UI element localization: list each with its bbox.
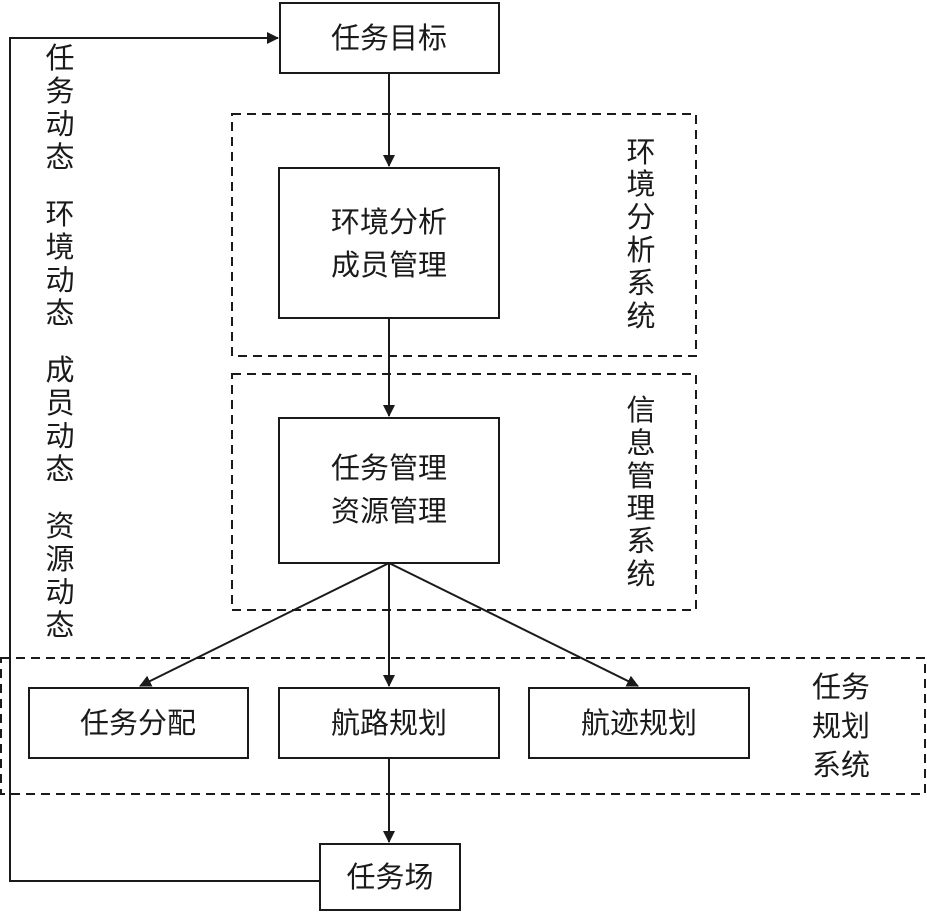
feedback-char: 成 (45, 353, 74, 387)
feedback-char: 务 (45, 74, 74, 108)
task-alloc-label: 任务分配 (80, 706, 196, 740)
feedback-char: 任 (45, 41, 74, 75)
feedback-char: 态 (45, 452, 74, 486)
feedback-char: 境 (45, 230, 74, 264)
route-plan-box: 航路规划 (278, 687, 500, 759)
feedback-char: 员 (45, 386, 74, 420)
env-system-char: 境 (626, 167, 655, 201)
feedback-char: 动 (45, 575, 74, 609)
task-mgmt-box: 任务管理 资源管理 (278, 417, 500, 564)
plan-system-frame (0, 657, 926, 795)
env-system-frame (231, 113, 697, 357)
task-mgmt-label: 任务管理 (331, 451, 447, 485)
task-goal-box: 任务目标 (279, 2, 500, 74)
feedback-char: 动 (45, 263, 74, 297)
env-analysis-box: 环境分析 成员管理 (278, 167, 500, 319)
feedback-char: 源 (45, 542, 74, 576)
route-plan-label: 航路规划 (331, 706, 447, 740)
env-system-char: 环 (626, 135, 655, 169)
env-analysis-label: 环境分析 (331, 205, 447, 239)
feedback-env-dynamics: 环 境 动 态 (45, 197, 74, 330)
arrow-task-to-alloc (139, 562, 390, 687)
plan-system-line: 任务 (812, 670, 870, 704)
feedback-char: 态 (45, 140, 74, 174)
plan-system-line: 系统 (812, 748, 870, 782)
feedback-char: 环 (45, 197, 74, 231)
feedback-loop-arrow (9, 32, 320, 882)
info-system-char: 息 (626, 426, 655, 460)
info-system-char: 信 (626, 393, 655, 427)
env-system-char: 系 (626, 266, 655, 300)
arrow-task-to-track (388, 562, 639, 687)
feedback-char: 态 (45, 296, 74, 330)
info-system-char: 管 (626, 459, 655, 493)
feedback-char: 动 (45, 419, 74, 453)
task-field-label: 任务场 (346, 860, 433, 894)
task-alloc-box: 任务分配 (28, 687, 249, 759)
info-system-label: 信 息 管 理 系 统 (626, 393, 655, 591)
feedback-member-dynamics: 成 员 动 态 (45, 353, 74, 486)
member-mgmt-label: 成员管理 (331, 248, 447, 282)
task-field-box: 任务场 (319, 843, 461, 911)
env-system-label: 环 境 分 析 系 统 (626, 135, 655, 333)
env-system-char: 析 (626, 233, 655, 267)
info-system-char: 系 (626, 524, 655, 558)
track-plan-label: 航迹规划 (581, 706, 697, 740)
feedback-resource-dynamics: 资 源 动 态 (45, 509, 74, 642)
feedback-char: 态 (45, 608, 74, 642)
resource-mgmt-label: 资源管理 (331, 494, 447, 528)
info-system-char: 理 (626, 491, 655, 525)
feedback-char: 动 (45, 107, 74, 141)
task-goal-label: 任务目标 (331, 21, 447, 55)
env-system-char: 统 (626, 299, 655, 333)
track-plan-box: 航迹规划 (528, 687, 750, 759)
plan-system-label: 任务 规划 系统 (812, 670, 870, 782)
feedback-char: 资 (45, 509, 74, 543)
feedback-task-dynamics: 任 务 动 态 (45, 41, 74, 174)
info-system-frame (231, 373, 697, 611)
info-system-char: 统 (626, 557, 655, 591)
plan-system-line: 规划 (812, 709, 870, 743)
env-system-char: 分 (626, 200, 655, 234)
